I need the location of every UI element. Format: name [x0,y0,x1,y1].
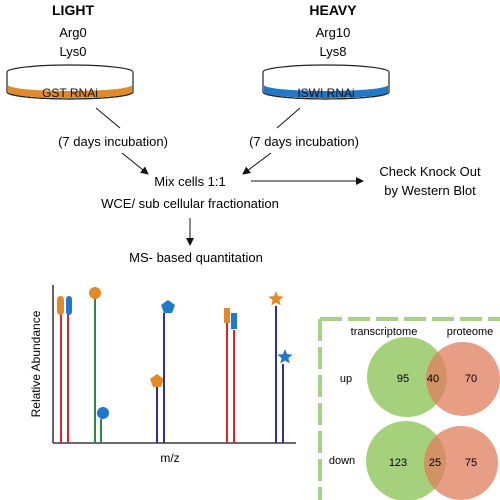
venn-up-transcriptome-count: 95 [397,373,409,385]
venn-down-proteome-circle [424,426,498,500]
light-culture-dish: GST RNAi [6,64,134,100]
venn-panel: transcriptome proteome up 95 40 70 down … [318,317,500,500]
venn-up-proteome-count: 70 [465,373,477,385]
heavy-arg: Arg10 [316,25,351,40]
light-dish-medium [8,85,132,98]
arrow-light-to-mix [121,152,149,175]
ms-text: MS- based quantitation [129,250,263,265]
light-title: LIGHT [52,2,94,18]
arrow-heavy-to-mix [242,152,272,175]
venn-down-transcriptome-circle [366,421,446,500]
heavy-lys: Lys8 [320,44,347,59]
heavy-culture-dish: ISWI RNAi [262,64,390,100]
mix-line2: WCE/ sub cellular fractionation [101,196,279,211]
venn-up-proteome-circle [426,342,500,416]
light-dish-label: GST RNAi [42,86,98,100]
light-lys: Lys0 [60,44,87,59]
venn-down-transcriptome-count: 123 [389,457,407,469]
peak-marker-blue-star [277,349,293,364]
venn-up-transcriptome-circle [367,337,447,417]
peak-marker-blue-pentagon [161,300,175,313]
venn-down-overlap-count: 25 [429,457,441,469]
peak-marker-orange-star [268,291,284,306]
venn-col-proteome: proteome [447,326,493,338]
peak-marker-orange-circle [89,287,101,299]
venn-row-down: down [329,455,355,467]
mass-spectrum: Relative Abundance m/z [29,285,296,465]
incubation-right: (7 days incubation) [249,134,359,149]
heavy-dish-label: ISWI RNAi [297,86,354,100]
heavy-dish-medium [264,85,388,98]
mix-line1: Mix cells 1:1 [154,174,226,189]
peak-marker-orange-oval-1 [57,296,64,315]
venn-up-overlap-count: 40 [427,373,439,385]
venn-down-proteome-count: 75 [465,457,477,469]
check-line2: by Western Blot [384,183,476,198]
peak-marker-blue-bar [231,313,237,329]
heavy-incubation-line [276,107,301,129]
check-line1: Check Knock Out [379,164,481,179]
venn-col-transcriptome: transcriptome [351,326,418,338]
spectrum-ylabel: Relative Abundance [29,310,43,417]
incubation-left: (7 days incubation) [58,134,168,149]
spectrum-xlabel: m/z [160,451,179,465]
peak-marker-blue-oval-1 [66,296,72,315]
light-incubation-line [95,107,121,129]
peak-marker-blue-circle [97,407,109,419]
venn-row-up: up [340,373,352,385]
peak-marker-orange-pentagon [150,374,164,387]
light-arg: Arg0 [59,25,86,40]
heavy-title: HEAVY [309,2,357,18]
peak-marker-orange-bar [224,308,230,323]
